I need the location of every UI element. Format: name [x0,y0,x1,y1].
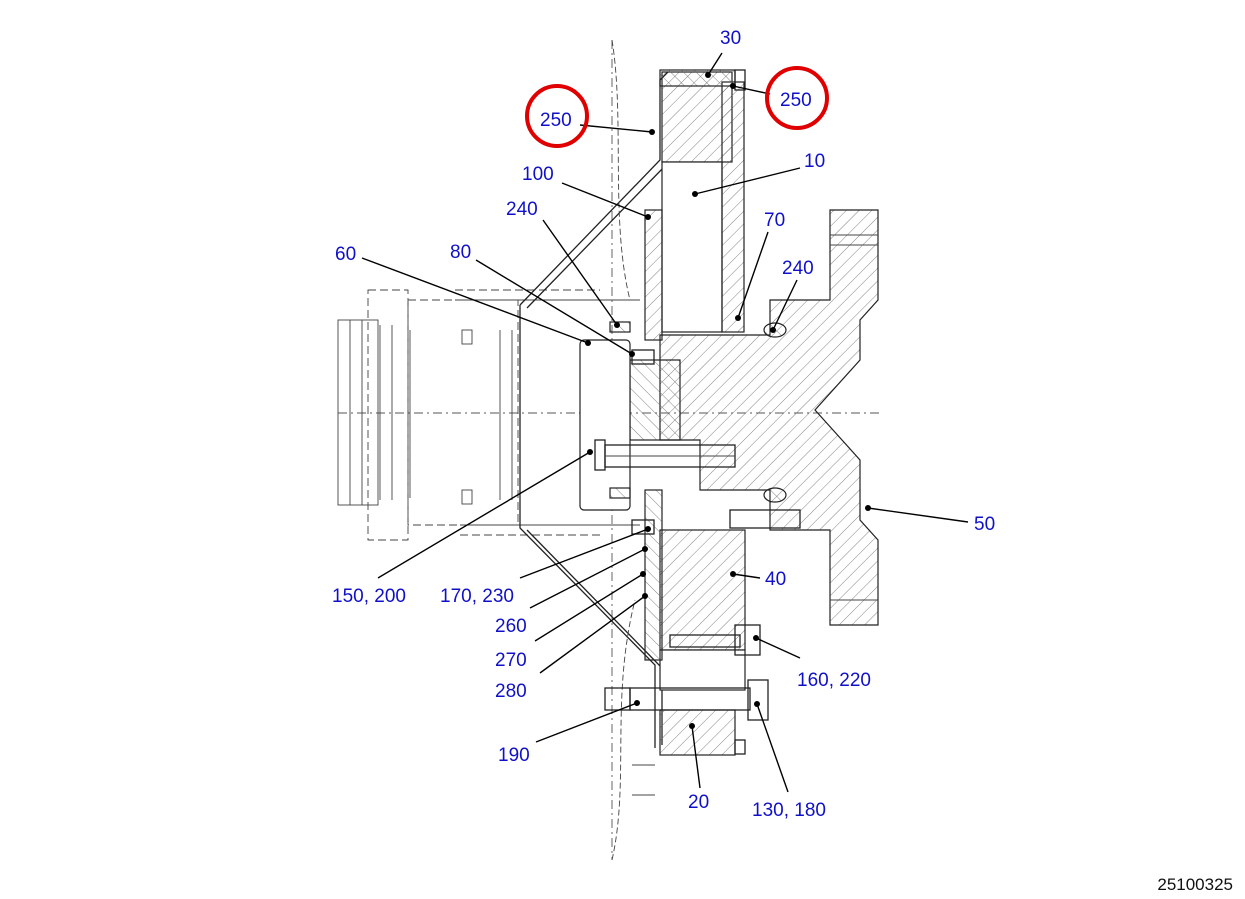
drawing-number: 25100325 [1157,875,1233,894]
highlight-ring-right [765,66,829,130]
callout-60: 60 [335,244,356,265]
callout-150-200: 150, 200 [332,586,406,607]
leader-lines [361,52,969,793]
callout-10: 10 [804,151,825,172]
callout-30: 30 [720,28,741,49]
callout-100: 100 [522,164,554,185]
callout-80: 80 [450,242,471,263]
callout-250-left: 250 [540,110,572,131]
callout-260: 260 [495,616,527,637]
callout-240-right: 240 [782,258,814,279]
callout-70: 70 [764,210,785,231]
callout-labels: 30 250 250 10 100 240 70 240 60 80 50 15… [332,28,995,821]
callout-160-220: 160, 220 [797,670,871,691]
callout-170-230: 170, 230 [440,586,514,607]
callout-240-upper: 240 [506,199,538,220]
callout-50: 50 [974,514,995,535]
lower-plate [604,489,801,756]
callout-270: 270 [495,650,527,671]
callout-130-180: 130, 180 [752,800,826,821]
highlight-ring-left [525,84,589,148]
flywheel-ring [644,69,746,341]
callout-20: 20 [688,792,709,813]
callout-40: 40 [765,569,786,590]
callout-190: 190 [498,745,530,766]
hub-shaft [659,209,879,626]
assembly-drawing [337,39,880,861]
shroud-inner [526,529,663,745]
callout-280: 280 [495,681,527,702]
callout-250-right: 250 [780,90,812,111]
